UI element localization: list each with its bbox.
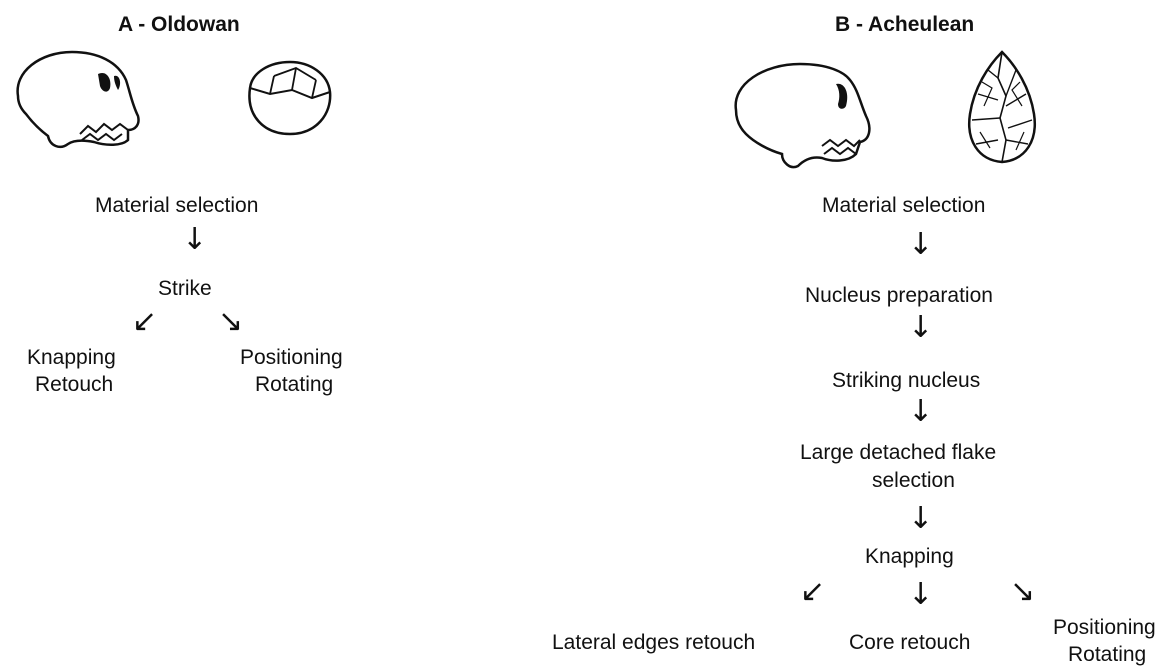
acheulean-skull-icon (728, 50, 878, 170)
oldowan-right-branch-2: Rotating (255, 373, 334, 396)
oldowan-step-material: Material selection (95, 194, 259, 217)
acheulean-arrow-right: ↘ (1010, 574, 1036, 609)
oldowan-arrow-right: ↘ (218, 304, 244, 339)
acheulean-arrow-left: ↙ (800, 574, 826, 609)
acheulean-arrow-2: ↓ (908, 310, 934, 345)
oldowan-arrow-1: ↓ (182, 222, 208, 257)
acheulean-step-flake-1: Large detached flake (800, 441, 997, 464)
acheulean-step-material: Material selection (822, 194, 986, 217)
acheulean-branch-right-1: Positioning (1053, 616, 1156, 639)
acheulean-step-striking: Striking nucleus (832, 369, 981, 392)
oldowan-skull-icon (10, 44, 140, 154)
oldowan-arrow-left: ↙ (132, 304, 158, 339)
handaxe-icon (962, 48, 1042, 166)
acheulean-arrow-4: ↓ (908, 501, 934, 536)
acheulean-arrow-1: ↓ (908, 227, 934, 262)
acheulean-branch-core: Core retouch (849, 631, 971, 654)
acheulean-branch-right-2: Rotating (1068, 643, 1147, 666)
acheulean-arrow-3: ↓ (908, 394, 934, 429)
panel-b-title: B - Acheulean (835, 13, 975, 36)
oldowan-left-branch-1: Knapping (27, 346, 116, 369)
acheulean-step-knapping: Knapping (865, 545, 954, 568)
acheulean-step-flake-2: selection (872, 469, 955, 492)
oldowan-right-branch-1: Positioning (240, 346, 343, 369)
acheulean-arrow-mid: ↓ (908, 577, 934, 612)
acheulean-step-nucleus-prep: Nucleus preparation (805, 284, 993, 307)
oldowan-left-branch-2: Retouch (35, 373, 114, 396)
pebble-tool-icon (240, 58, 335, 138)
acheulean-branch-lateral: Lateral edges retouch (552, 631, 756, 654)
oldowan-step-strike: Strike (158, 277, 212, 300)
panel-a-title: A - Oldowan (118, 13, 240, 36)
